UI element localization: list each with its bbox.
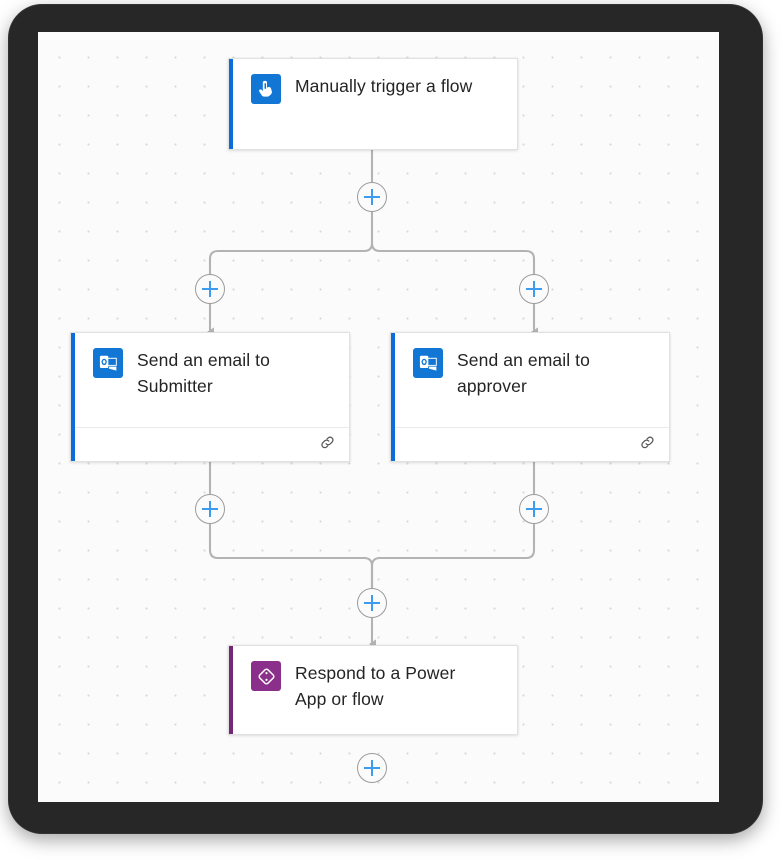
card-header: Send an email to Submitter [71, 333, 349, 427]
plus-vertical [208, 501, 212, 517]
node-card-email-submitter[interactable]: Send an email to Submitter [70, 332, 350, 462]
insert-step-button-after-approver[interactable] [519, 494, 549, 524]
card-title: Manually trigger a flow [295, 76, 473, 96]
card-accent-bar [71, 333, 75, 461]
node-card-trigger[interactable]: Manually trigger a flow [228, 58, 518, 150]
card-footer [71, 427, 349, 461]
tap-hand-icon [251, 74, 281, 104]
card-title: Send an email to approver [457, 350, 590, 396]
card-header: Manually trigger a flow [229, 59, 517, 149]
link-chain-icon[interactable] [318, 433, 337, 457]
card-accent-bar [391, 333, 395, 461]
link-chain-icon[interactable] [638, 433, 657, 457]
flow-canvas[interactable]: Manually trigger a flow Send an email to… [38, 32, 719, 802]
plus-vertical [370, 760, 374, 776]
card-title: Send an email to Submitter [137, 350, 270, 396]
insert-step-button-after-submitter[interactable] [195, 494, 225, 524]
card-header: Respond to a Power App or flow [229, 646, 517, 734]
insert-step-button-after-respond[interactable] [357, 753, 387, 783]
powerapps-diamond-icon [251, 661, 281, 691]
insert-step-button-branch-right[interactable] [519, 274, 549, 304]
card-header: Send an email to approver [391, 333, 669, 427]
plus-vertical [532, 501, 536, 517]
insert-step-button-branch-left[interactable] [195, 274, 225, 304]
outlook-icon [413, 348, 443, 378]
insert-step-button-before-respond[interactable] [357, 588, 387, 618]
node-card-respond[interactable]: Respond to a Power App or flow [228, 645, 518, 735]
card-title: Respond to a Power App or flow [295, 663, 456, 709]
plus-vertical [532, 281, 536, 297]
card-accent-bar [229, 646, 233, 734]
plus-vertical [370, 189, 374, 205]
card-footer [391, 427, 669, 461]
node-card-email-approver[interactable]: Send an email to approver [390, 332, 670, 462]
insert-step-button-after-trigger[interactable] [357, 182, 387, 212]
plus-vertical [208, 281, 212, 297]
plus-vertical [370, 595, 374, 611]
card-accent-bar [229, 59, 233, 149]
outlook-icon [93, 348, 123, 378]
